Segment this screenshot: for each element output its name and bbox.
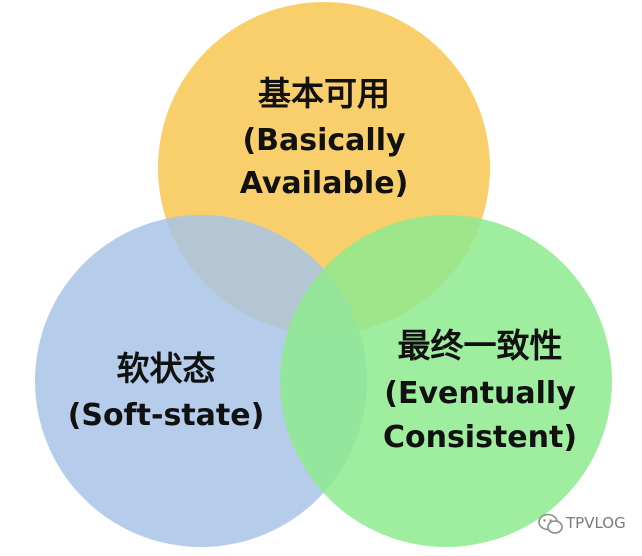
label-soft-state-en-1: (Soft-state)	[68, 398, 265, 433]
label-soft-state-cn: 软状态	[117, 349, 216, 388]
label-eventually-consistent-en-2: Consistent)	[383, 420, 577, 455]
label-basically-available-en-2: Available)	[240, 166, 409, 201]
wechat-icon	[538, 513, 563, 534]
label-basically-available-cn: 基本可用	[258, 74, 390, 113]
watermark-text: TPVLOG	[565, 514, 626, 532]
label-eventually-consistent-en-1: (Eventually	[384, 376, 576, 411]
label-eventually-consistent-cn: 最终一致性	[398, 326, 563, 365]
circle-eventually-consistent	[280, 215, 612, 547]
label-basically-available-en-1: (Basically	[242, 123, 406, 158]
circle-soft-state	[35, 215, 367, 547]
